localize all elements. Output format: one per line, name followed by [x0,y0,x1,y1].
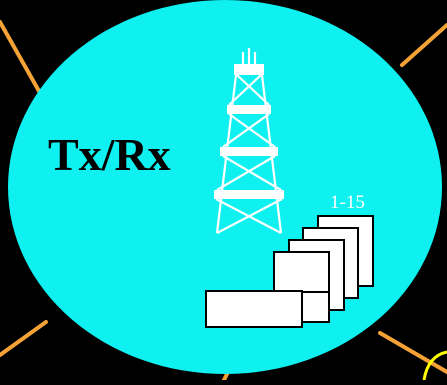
unit-stack-icon [205,215,374,328]
unit-count-label: 1-15 [330,192,365,213]
link-top-right [400,23,447,67]
link-bottom-right [378,331,447,374]
link-lines [0,20,447,382]
link-top-left [0,20,46,102]
tower-icon [214,48,284,234]
unit-box-front [205,290,303,328]
corner-accent [422,350,447,381]
link-bottom-left [0,320,48,357]
site-label: Tx/Rx [48,129,171,180]
